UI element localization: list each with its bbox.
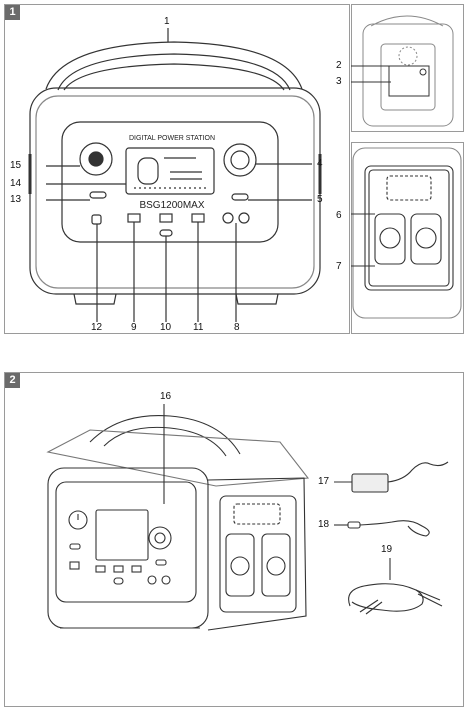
callout-5: 5 <box>317 194 323 205</box>
section-badge-2: 2 <box>5 373 20 388</box>
side-view-panel <box>351 142 464 334</box>
callout-14: 14 <box>10 178 22 189</box>
back-view-drawing <box>351 15 454 127</box>
callout-15: 15 <box>10 160 22 171</box>
callout-19: 19 <box>381 544 393 555</box>
callout-17: 17 <box>318 476 330 487</box>
accessories-drawing <box>334 461 449 615</box>
callout-7: 7 <box>336 261 342 272</box>
callout-6: 6 <box>336 210 342 221</box>
perspective-view-drawing <box>46 404 310 631</box>
callout-12: 12 <box>91 322 103 333</box>
back-view-panel <box>351 4 464 132</box>
side-view-drawing <box>351 147 462 319</box>
callout-18: 18 <box>318 519 330 530</box>
accessories-panel <box>4 372 464 707</box>
front-panel-title: DIGITAL POWER STATION <box>129 135 215 142</box>
callout-9: 9 <box>131 322 137 333</box>
model-name-label: BSG1200MAX <box>139 200 204 211</box>
callout-3: 3 <box>336 76 342 87</box>
callout-4: 4 <box>317 158 323 169</box>
callout-2: 2 <box>336 60 342 71</box>
callout-8: 8 <box>234 322 240 333</box>
front-view-drawing: DIGITAL POWER STATION BSG1200MAX <box>28 28 322 322</box>
callout-10: 10 <box>160 322 172 333</box>
callout-16: 16 <box>160 391 172 402</box>
callout-1: 1 <box>164 16 170 27</box>
section-badge-1: 1 <box>5 5 20 20</box>
callout-11: 11 <box>193 322 204 333</box>
callout-13: 13 <box>10 194 22 205</box>
